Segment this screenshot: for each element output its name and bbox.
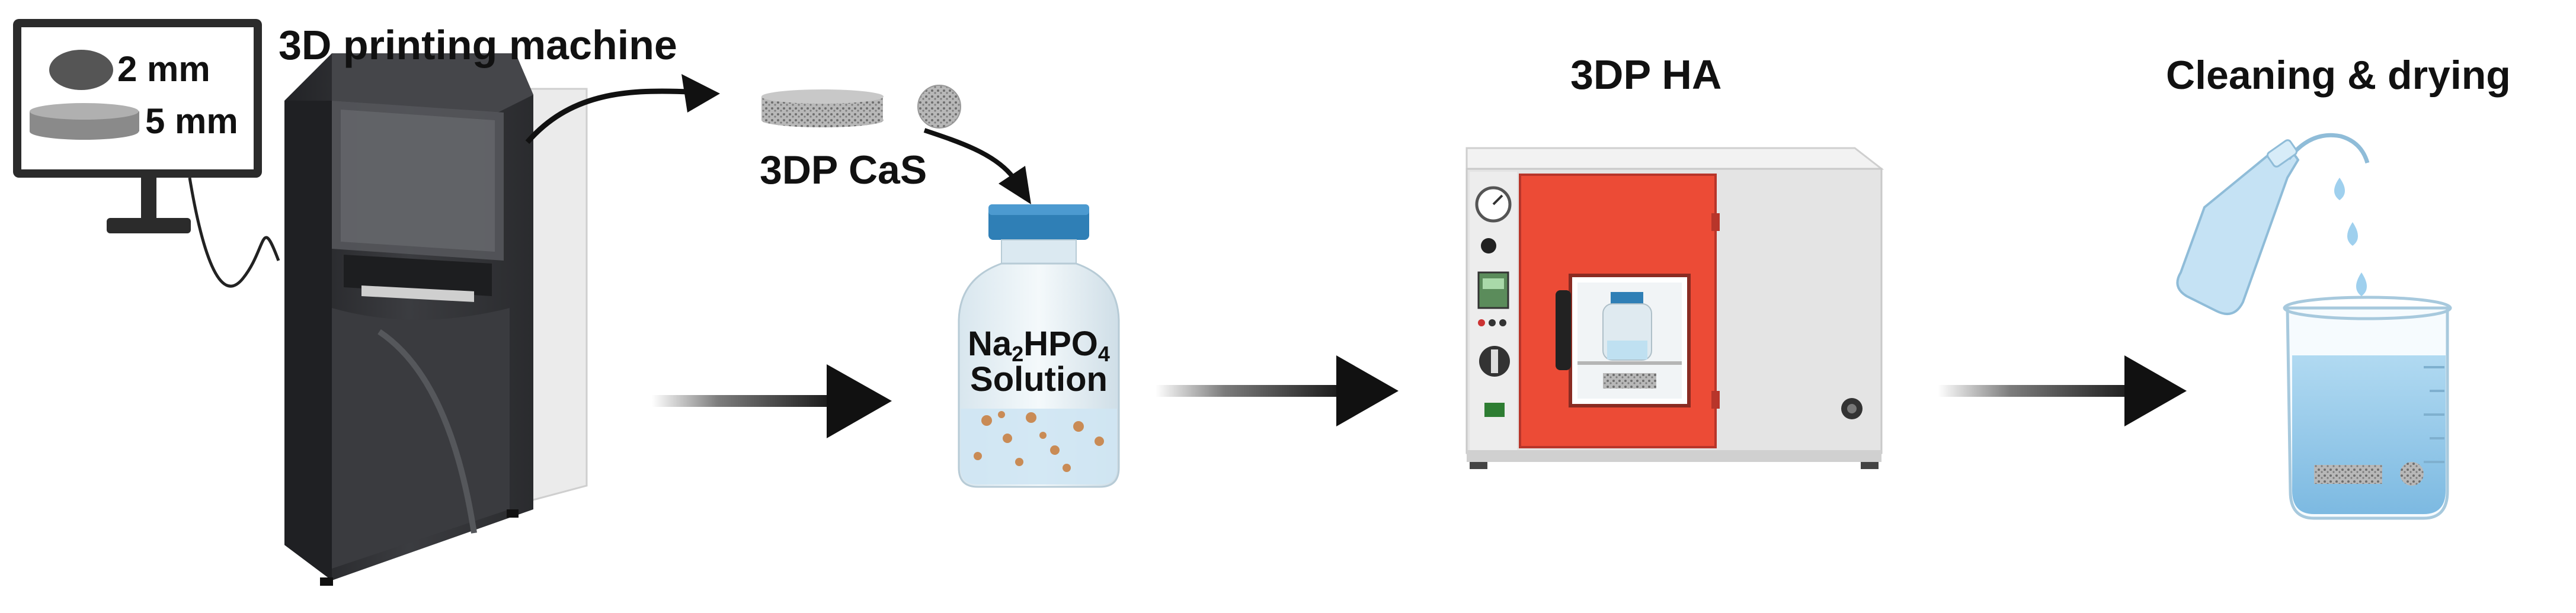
disc-sample-icon	[49, 50, 113, 90]
3d-printer-icon	[284, 53, 588, 586]
water-droplets	[2334, 178, 2367, 296]
solution-formula-label: Na2HPO4	[968, 325, 1110, 366]
printer-cable	[188, 177, 280, 288]
scaffold-disc-icon	[917, 85, 961, 129]
scaffold-cylinder-icon	[761, 89, 884, 127]
beaker-icon	[2283, 296, 2452, 520]
arrow-right-icon	[652, 364, 892, 438]
reagent-bottle-icon	[958, 204, 1120, 488]
printer-title: 3D printing machine	[279, 22, 677, 68]
wash-bottle-icon	[2176, 133, 2370, 315]
curved-arrow-icon	[923, 128, 1031, 204]
cleaning-title: Cleaning & drying	[2166, 53, 2511, 98]
cas-label: 3DP CaS	[760, 147, 927, 192]
monitor-cylinder-label: 5 mm	[145, 101, 238, 141]
vacuum-oven-icon	[1465, 147, 1884, 469]
computer-monitor-icon	[13, 19, 262, 233]
cylinder-sample-icon	[30, 103, 139, 140]
curved-arrow-icon	[525, 74, 720, 144]
solution-label: Solution	[970, 360, 1108, 399]
oven-title: 3DP HA	[1570, 52, 1721, 98]
arrow-right-icon	[1938, 355, 2187, 426]
monitor-disc-label: 2 mm	[117, 49, 210, 89]
arrow-right-icon	[1156, 355, 1399, 426]
